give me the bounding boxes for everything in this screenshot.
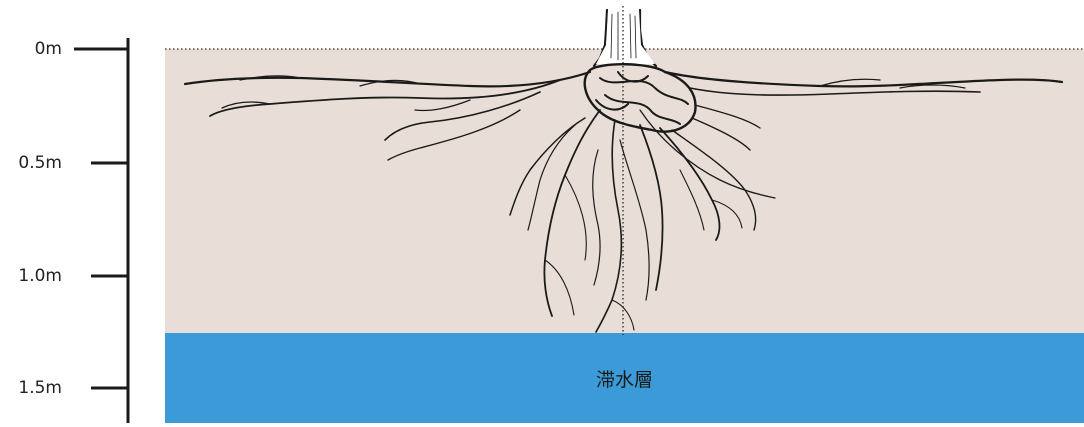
depth-label-0.5m: 0.5m: [18, 153, 62, 173]
soil-layer: [165, 49, 1084, 333]
tree-root-system-illustration: [183, 8, 1064, 333]
aquitard-label: 滞水層: [595, 368, 653, 391]
depth-label-1.5m: 1.5m: [18, 378, 62, 398]
trunk-fill: [596, 10, 655, 64]
depth-label-1.0m: 1.0m: [18, 266, 62, 286]
aquitard-layer: [165, 333, 1084, 423]
root-crown: [583, 63, 697, 133]
depth-scale: [74, 38, 130, 423]
depth-label-0m: 0m: [34, 39, 62, 59]
